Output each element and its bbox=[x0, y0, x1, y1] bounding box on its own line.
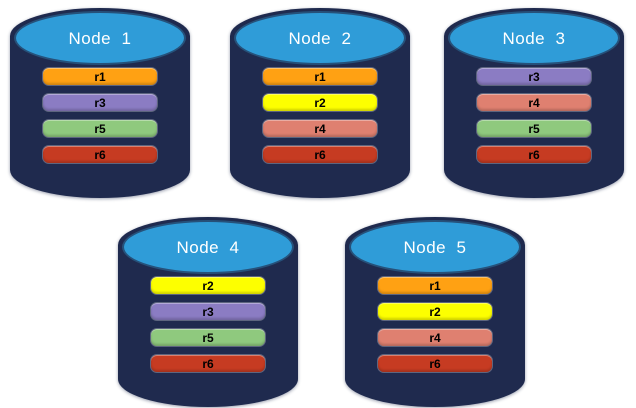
database-node-2: Node 2 r1 r2 r4 r6 bbox=[230, 8, 410, 198]
replica-bar: r2 bbox=[263, 94, 377, 111]
replica-bar: r1 bbox=[263, 68, 377, 85]
replica-bar: r6 bbox=[263, 146, 377, 163]
node-title: Node 5 bbox=[403, 238, 467, 257]
replica-list: r3 r4 r5 r6 bbox=[444, 68, 624, 163]
replica-list: r1 r2 r4 r6 bbox=[345, 277, 525, 372]
database-node-3: Node 3 r3 r4 r5 r6 bbox=[444, 8, 624, 198]
replica-bar: r2 bbox=[151, 277, 265, 294]
cylinder-top: Node 4 bbox=[122, 220, 294, 274]
replica-bar: r5 bbox=[477, 120, 591, 137]
replica-bar: r4 bbox=[378, 329, 492, 346]
replica-list: r1 r2 r4 r6 bbox=[230, 68, 410, 163]
replica-bar: r5 bbox=[43, 120, 157, 137]
replica-bar: r5 bbox=[151, 329, 265, 346]
replica-bar: r3 bbox=[151, 303, 265, 320]
cylinder-top: Node 5 bbox=[349, 220, 521, 274]
replica-bar: r2 bbox=[378, 303, 492, 320]
replica-bar: r3 bbox=[477, 68, 591, 85]
replica-bar: r6 bbox=[43, 146, 157, 163]
cylinder-top: Node 2 bbox=[234, 11, 406, 65]
database-node-4: Node 4 r2 r3 r5 r6 bbox=[118, 217, 298, 407]
node-title: Node 2 bbox=[288, 29, 352, 48]
replica-bar: r6 bbox=[378, 355, 492, 372]
cylinder-top: Node 1 bbox=[14, 11, 186, 65]
node-title: Node 3 bbox=[502, 29, 566, 48]
replica-bar: r1 bbox=[43, 68, 157, 85]
node-title: Node 4 bbox=[176, 238, 240, 257]
replica-bar: r1 bbox=[378, 277, 492, 294]
cylinder-top: Node 3 bbox=[448, 11, 620, 65]
node-title: Node 1 bbox=[68, 29, 132, 48]
replica-list: r1 r3 r5 r6 bbox=[10, 68, 190, 163]
replica-bar: r4 bbox=[263, 120, 377, 137]
database-node-1: Node 1 r1 r3 r5 r6 bbox=[10, 8, 190, 198]
replica-bar: r4 bbox=[477, 94, 591, 111]
database-node-5: Node 5 r1 r2 r4 r6 bbox=[345, 217, 525, 407]
replica-bar: r6 bbox=[477, 146, 591, 163]
replica-bar: r3 bbox=[43, 94, 157, 111]
replica-list: r2 r3 r5 r6 bbox=[118, 277, 298, 372]
replica-bar: r6 bbox=[151, 355, 265, 372]
